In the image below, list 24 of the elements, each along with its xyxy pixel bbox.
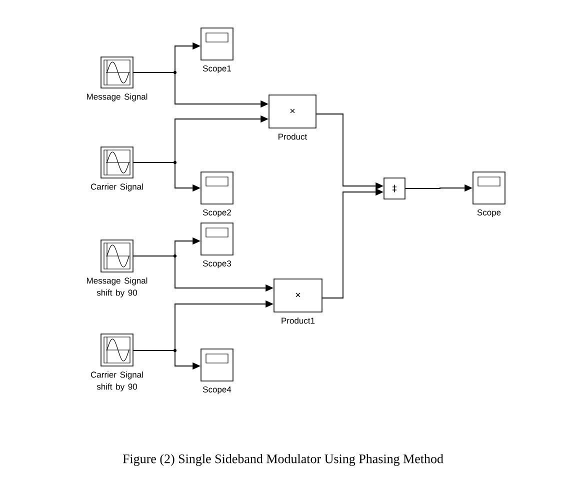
node-label: Scope [477,209,501,218]
product-block: × Product1 [274,278,322,324]
node-label: Product [278,133,308,140]
sine-source-block: Carrier Signal shift by 90 [90,334,143,392]
node-label: Carrier Signal [90,183,143,192]
scope-block: Scope1 [200,28,234,74]
caption: Figure (2) Single Sideband Modulator Using Phasing Method [122,454,444,466]
scope-block: Scope4 [200,348,234,394]
node-label: Message Signal shift by 90 [86,277,148,298]
scope-block: Scope2 [200,172,234,218]
node-label: Scope4 [202,386,232,394]
product-block: × Product [268,94,316,140]
node-label: Scope2 [202,209,231,218]
sine-source-block: Message Signal [86,56,148,102]
scope-block: Scope3 [200,222,234,268]
sum-block: ‡ [384,178,406,200]
node-label: Message Signal [86,93,148,102]
node-label: Scope3 [202,260,232,268]
sine-source-block: Carrier Signal [90,146,143,192]
node-label: Scope1 [202,65,231,74]
node-label: Product1 [282,317,315,324]
node-label: Carrier Signal shift by 90 [90,371,143,392]
scope-block: Scope [472,172,506,218]
sine-source-block: Message Signal shift by 90 [86,240,148,298]
